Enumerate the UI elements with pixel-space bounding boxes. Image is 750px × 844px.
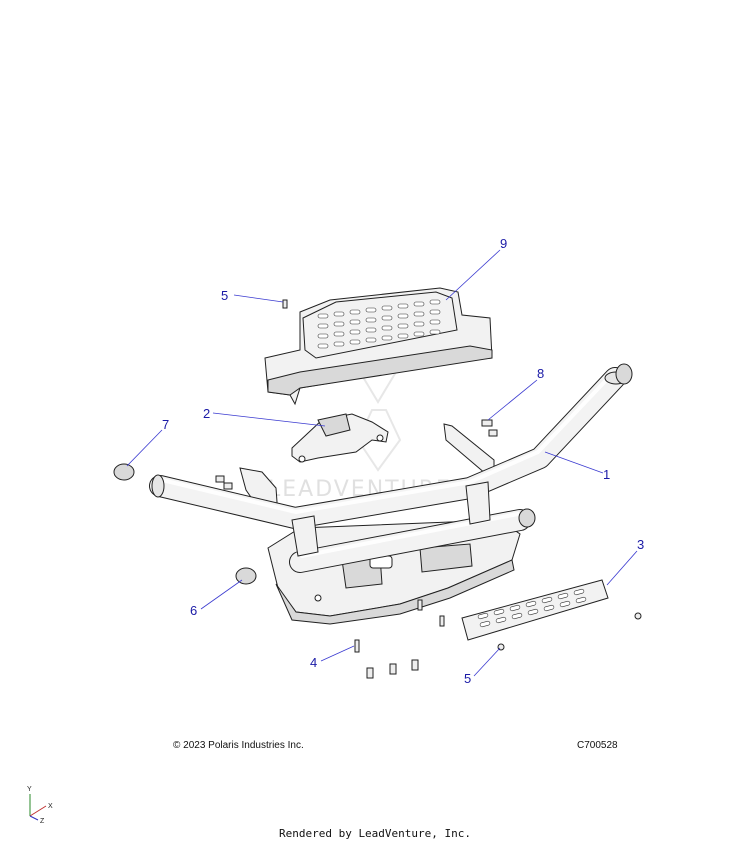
callout-7: 7: [162, 417, 169, 432]
part-1-tube-bumper: [149, 367, 628, 573]
right-mount-bracket: [443, 423, 495, 475]
lower-fasteners: [282, 299, 505, 679]
axis-x-label: X: [48, 803, 53, 810]
rendered-by-footer: Rendered by LeadVenture, Inc.: [278, 827, 472, 840]
leader-lines: [126, 249, 638, 677]
callout-4: 4: [310, 655, 317, 670]
callout-1: 1: [603, 467, 610, 482]
end-caps: [113, 363, 633, 585]
callout-5-top: 5: [221, 288, 228, 303]
part-8-bolts: [481, 419, 498, 437]
callout-3: 3: [637, 537, 644, 552]
part-2-bracket: [291, 413, 389, 463]
part-9-upper-grille: [264, 287, 493, 406]
part-3-lower-grille: [461, 579, 642, 641]
callout-8: 8: [537, 366, 544, 381]
diagram-code: C700528: [577, 740, 618, 751]
callout-5-bottom: 5: [464, 671, 471, 686]
callout-9: 9: [500, 236, 507, 251]
axis-z-label: Z: [40, 818, 45, 825]
callouts: 1 2 3 4 5 5 6 7 8 9: [162, 236, 644, 686]
callout-6: 6: [190, 603, 197, 618]
part-9-slots: [317, 299, 441, 349]
left-bolts: [215, 475, 233, 490]
part-3-slots: [477, 588, 587, 628]
part-6-lower-plate: [267, 519, 521, 625]
axis-y-label: Y: [27, 786, 32, 793]
axis-triad-icon: Y X Z: [27, 786, 53, 825]
callout-2: 2: [203, 406, 210, 421]
copyright-text: © 2023 Polaris Industries Inc.: [173, 740, 304, 751]
